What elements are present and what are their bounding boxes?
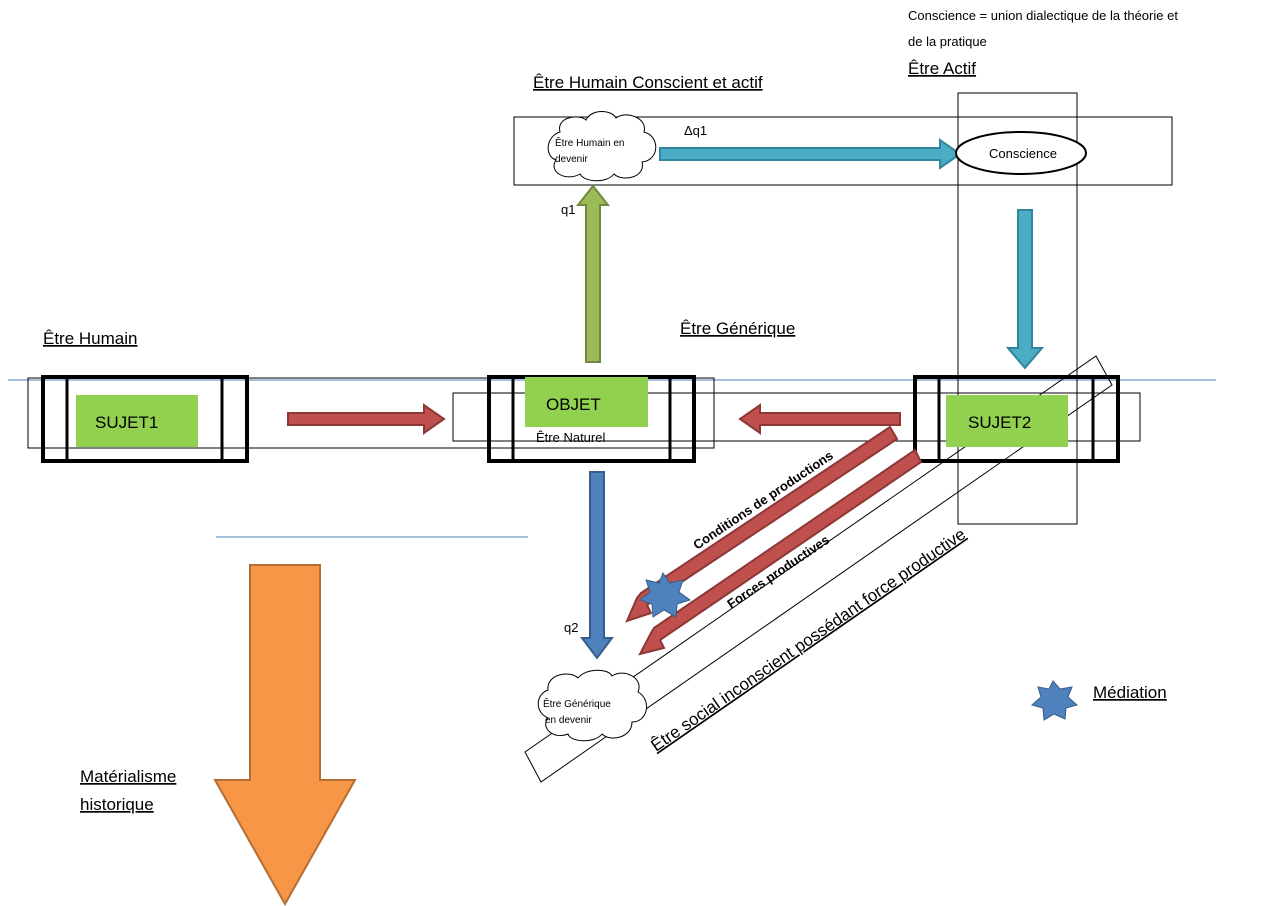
- sujet1-box: [76, 395, 198, 447]
- conscience-label: Conscience: [989, 146, 1057, 161]
- cloud-humain-line1: Être Humain en: [555, 136, 624, 149]
- sujet1-node: SUJET1: [41, 375, 249, 463]
- mediation-label: Médiation: [1093, 683, 1167, 702]
- sujet2-box: [946, 395, 1068, 447]
- sujet2-label: SUJET2: [968, 413, 1031, 432]
- etre-naturel-label: Être Naturel: [536, 430, 605, 445]
- cloud-humain-line2: devenir: [555, 154, 588, 165]
- teal-down-arrow: [1005, 209, 1045, 370]
- objet-label: OBJET: [546, 395, 601, 414]
- sujet1-band: [27, 377, 715, 449]
- materialisme-line2: historique: [80, 795, 154, 814]
- q1-label: q1: [561, 202, 575, 217]
- etre-humain-label: Être Humain: [43, 329, 137, 348]
- etre-humain-conscient-label: Être Humain Conscient et actif: [533, 73, 763, 92]
- sujet2-node: SUJET2: [913, 375, 1120, 463]
- dq1-arrow: [659, 138, 962, 170]
- sujet1-to-objet-arrow: [287, 403, 446, 435]
- q2-label: q2: [564, 620, 578, 635]
- etre-actif-label: Être Actif: [908, 59, 976, 78]
- cloud-etre-humain-en-devenir: Être Humain en devenir: [547, 111, 657, 182]
- conscience-definition-line2: de la pratique: [908, 34, 987, 49]
- cloud-generique-line1: Être Générique: [543, 697, 611, 710]
- forces-arrow: [638, 448, 923, 656]
- materialisme-line1: Matérialisme: [80, 767, 176, 786]
- objet-box: [525, 377, 648, 427]
- objet-node: OBJET Être Naturel: [487, 375, 696, 463]
- q2-arrow: [580, 471, 614, 660]
- conditions-label: Conditions de productions: [690, 448, 836, 553]
- conscience-definition-line1: Conscience = union dialectique de la thé…: [908, 8, 1178, 23]
- materialisme-arrow: [213, 564, 357, 906]
- mediation-star-icon: [638, 571, 692, 618]
- sujet1-label: SUJET1: [95, 413, 158, 432]
- dq1-label: Δq1: [684, 123, 707, 138]
- etre-social-band: [524, 355, 1113, 783]
- objet-band: [452, 392, 1141, 442]
- etre-actif-column: [957, 92, 1078, 525]
- conscience-ellipse: [955, 131, 1087, 175]
- etre-generique-label: Être Générique: [680, 319, 795, 338]
- conscious-band: [513, 116, 1173, 186]
- cloud-generique-line2: en devenir: [545, 715, 592, 726]
- q1-arrow: [575, 184, 611, 363]
- conditions-arrow: [625, 425, 899, 623]
- legend-star-icon: [1030, 680, 1079, 721]
- sujet2-to-objet-arrow: [738, 403, 901, 435]
- cloud-etre-generique-en-devenir: Être Générique en devenir: [537, 669, 647, 742]
